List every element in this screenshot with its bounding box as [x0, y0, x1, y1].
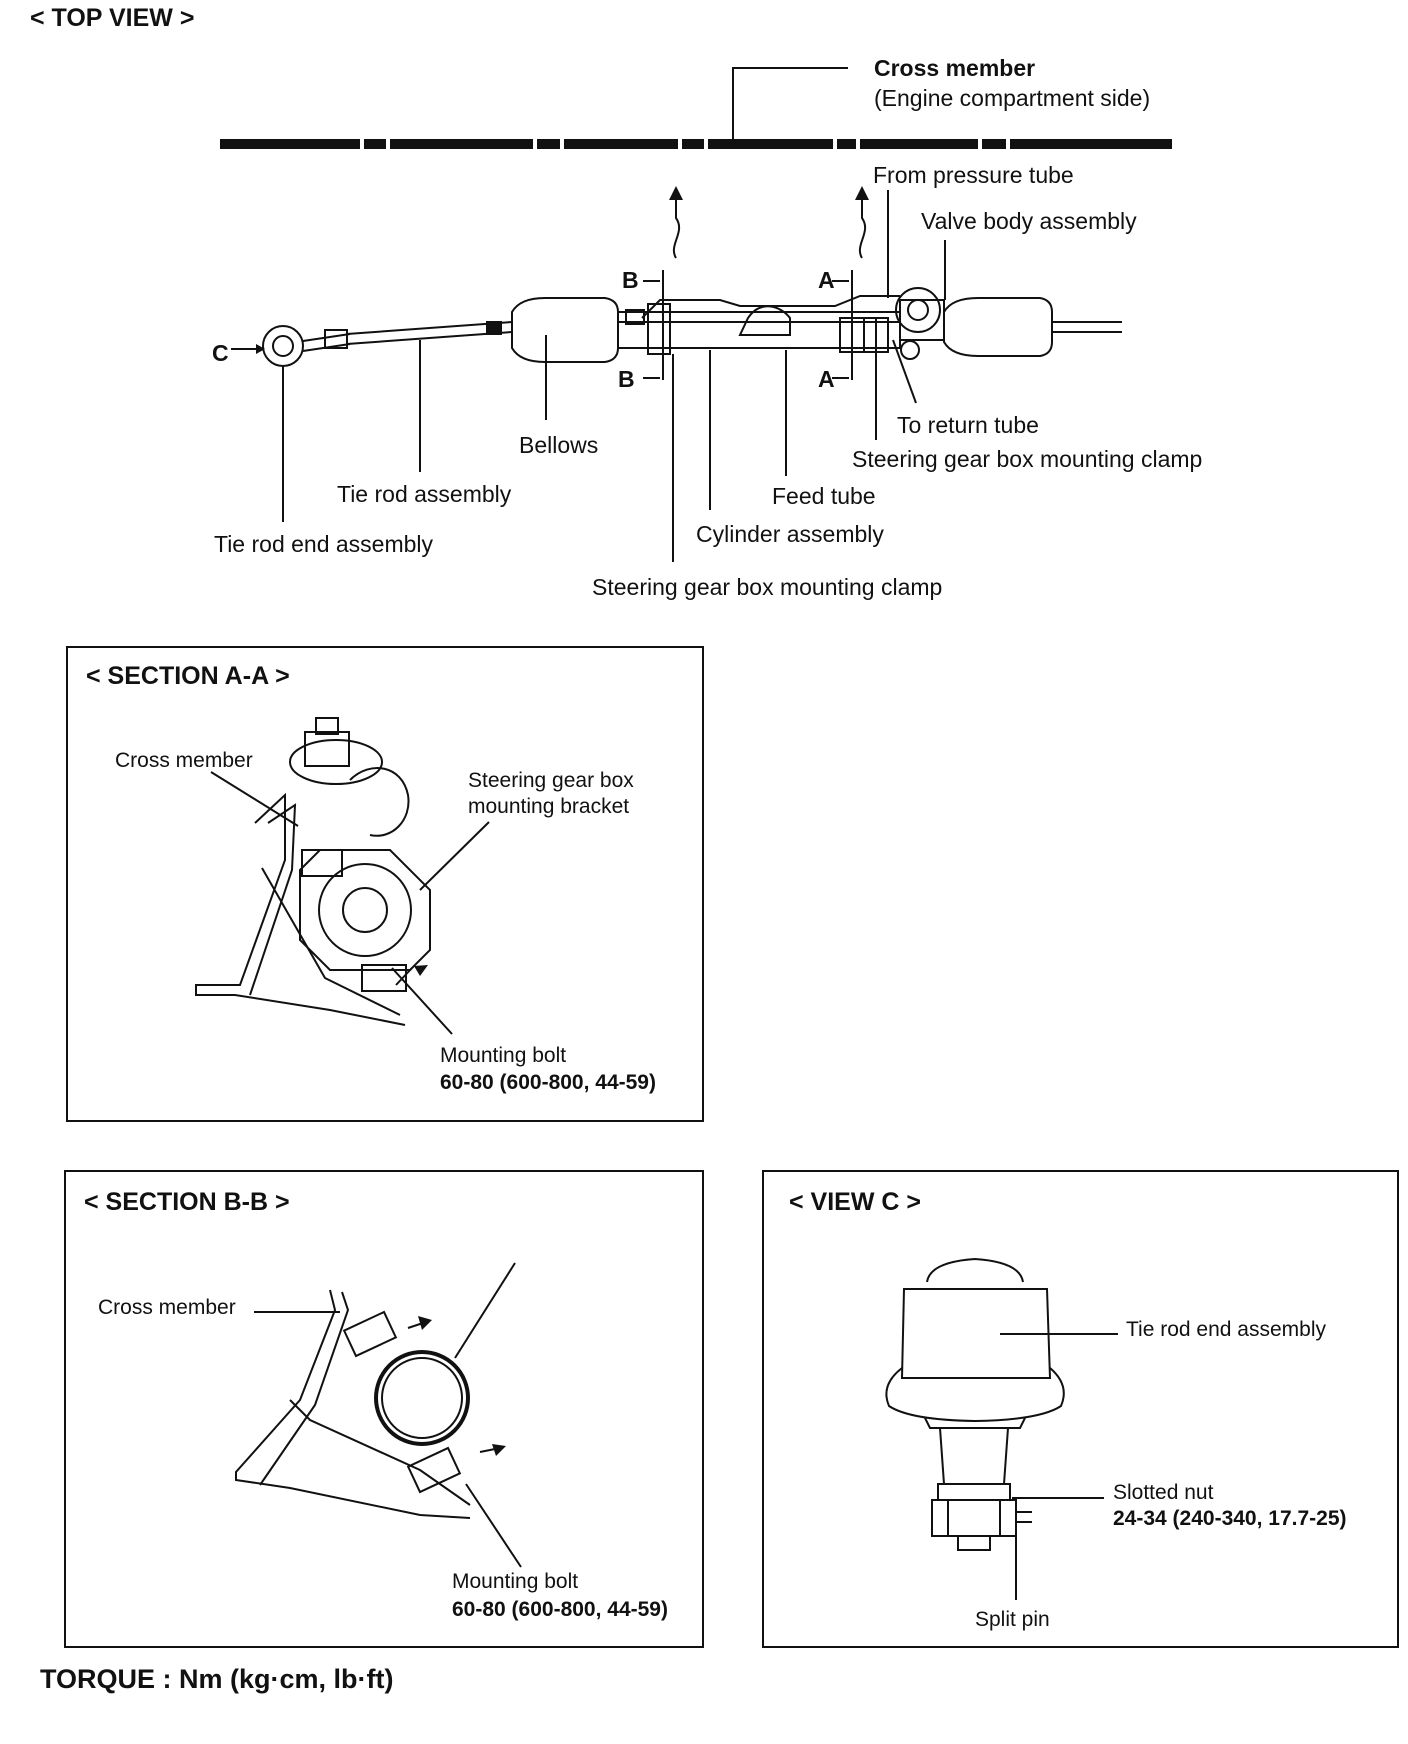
bracket-label-line2: mounting bracket: [468, 795, 630, 818]
tie-rod-end-label: Tie rod end assembly: [214, 531, 434, 557]
split-pin-label: Split pin: [975, 1608, 1050, 1631]
slotted-nut-torque: 24-34 (240-340, 17.7-25): [1113, 1507, 1347, 1530]
section-aa-title: < SECTION A-A >: [86, 662, 290, 690]
bracket-label-line1: Steering gear box: [468, 769, 634, 792]
valve-body-label: Valve body assembly: [921, 208, 1137, 234]
marker-a-top: A: [818, 267, 835, 293]
cross-member-sublabel: (Engine compartment side): [874, 85, 1151, 111]
cross-member-label: Cross member: [874, 55, 1036, 81]
section-bb-drawing: [235, 1262, 522, 1568]
marker-c: C: [212, 340, 229, 366]
section-bb-title: < SECTION B-B >: [84, 1188, 290, 1216]
clamp-right-label: Steering gear box mounting clamp: [852, 446, 1203, 472]
view-c-title: < VIEW C >: [789, 1188, 921, 1216]
marker-b-top: B: [622, 267, 639, 293]
torque-unit-note: TORQUE : Nm (kg·cm, lb·ft): [40, 1664, 394, 1694]
top-view-title: < TOP VIEW >: [30, 4, 195, 32]
steering-rack-drawing: [262, 287, 1122, 367]
view-c-tie-rod-end-label: Tie rod end assembly: [1126, 1318, 1326, 1341]
from-pressure-tube-label: From pressure tube: [873, 162, 1074, 188]
marker-a-bottom: A: [818, 366, 835, 392]
section-aa-box: [66, 646, 704, 1122]
tie-rod-label: Tie rod assembly: [337, 481, 512, 507]
bellows-label: Bellows: [519, 432, 599, 458]
view-c-drawing: [885, 1257, 1118, 1600]
cylinder-label: Cylinder assembly: [696, 521, 884, 547]
section-bb-cross-member-label: Cross member: [98, 1296, 236, 1319]
section-aa-cross-member-label: Cross member: [115, 749, 253, 772]
to-return-tube-label: To return tube: [897, 412, 1039, 438]
cross-member-bar: [220, 137, 1172, 151]
marker-b-bottom: B: [618, 366, 635, 392]
feed-tube-label: Feed tube: [772, 483, 876, 509]
clamp-left-label: Steering gear box mounting clamp: [592, 574, 943, 600]
view-c-box: [762, 1170, 1399, 1648]
section-bb-bolt-label: Mounting bolt: [452, 1570, 579, 1593]
section-bb-torque: 60-80 (600-800, 44-59): [452, 1598, 668, 1621]
section-aa-torque: 60-80 (600-800, 44-59): [440, 1071, 656, 1094]
section-aa-bolt-label: Mounting bolt: [440, 1044, 567, 1067]
section-aa-drawing: [195, 717, 490, 1035]
slotted-nut-label: Slotted nut: [1113, 1481, 1214, 1504]
section-bb-box: [64, 1170, 704, 1648]
